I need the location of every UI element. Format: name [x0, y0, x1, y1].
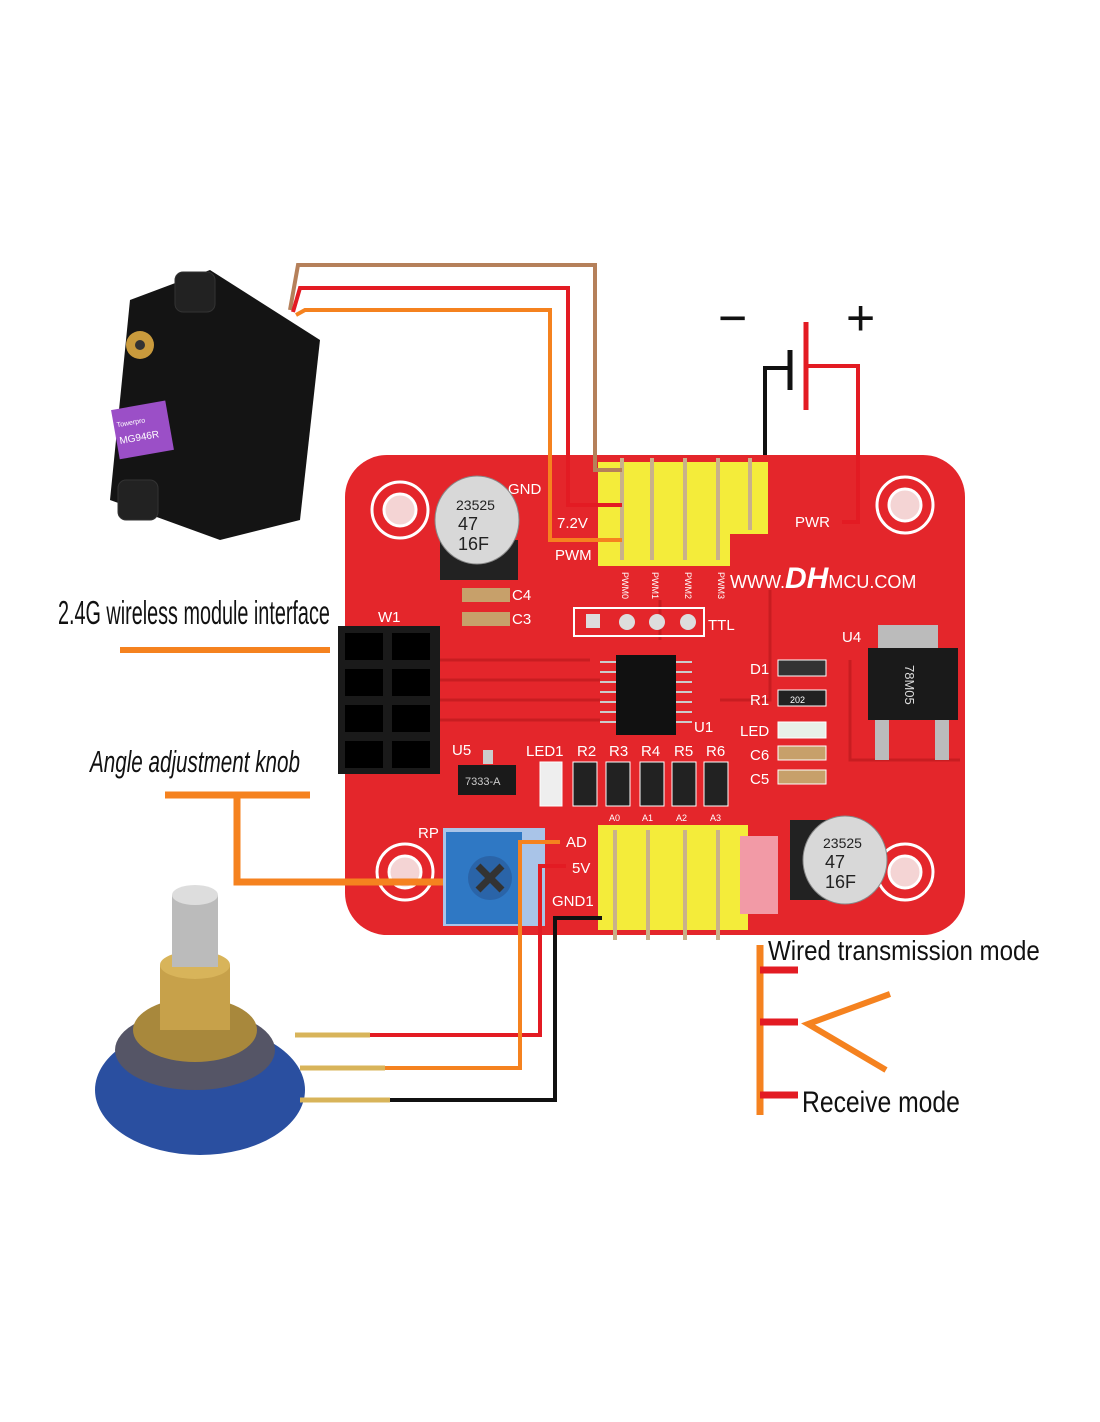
label-5v: 5V: [572, 860, 590, 877]
callout-knob-line: [165, 791, 443, 886]
cap-text: 47: [825, 852, 845, 872]
wire-brown: [288, 263, 622, 472]
label-pwm3: PWM3: [716, 572, 726, 599]
label-r2: R2: [577, 743, 596, 760]
wire-orange: [385, 840, 560, 1070]
label-c3: C3: [512, 611, 531, 628]
servo-wires: [288, 263, 622, 542]
right-smd-parts: 202: [777, 659, 827, 785]
label-rp: RP: [418, 825, 439, 842]
website-logo: WWW.DHMCU.COM: [730, 562, 916, 595]
voltage-regulator-78m05: 78M05: [868, 625, 958, 760]
label-w1: W1: [378, 609, 401, 626]
servo-brand: Towerpro: [116, 417, 146, 429]
label-ttl: TTL: [708, 617, 735, 634]
label-d1: D1: [750, 661, 769, 678]
servo-motor: Towerpro MG946R: [110, 270, 320, 540]
wire-black: [390, 916, 602, 1102]
label-led: LED: [740, 723, 769, 740]
label-r6: R6: [706, 743, 725, 760]
r1-code: 202: [790, 695, 805, 705]
callout-knob: Angle adjustment knob: [88, 744, 300, 779]
wire-orange: [295, 308, 622, 542]
rotary-potentiometer: [95, 885, 390, 1155]
cap-text: 16F: [825, 872, 856, 892]
battery-plus: +: [846, 290, 875, 346]
mode-jumper-callout: [756, 945, 892, 1115]
ttl-header: [573, 607, 705, 637]
label-r5: R5: [674, 743, 693, 760]
label-led1: LED1: [526, 743, 564, 760]
label-gnd1: GND1: [552, 893, 594, 910]
battery-symbol: [763, 322, 860, 524]
label-r3: R3: [609, 743, 628, 760]
label-u5: U5: [452, 742, 471, 759]
label-u1: U1: [694, 719, 713, 736]
label-c6: C6: [750, 747, 769, 764]
label-7-2v: 7.2V: [557, 515, 588, 532]
label-c4: C4: [512, 587, 531, 604]
label-pwm0: PWM0: [620, 572, 630, 599]
callout-wireless: 2.4G wireless module interface: [58, 594, 330, 632]
reg-small-text: 7333-A: [465, 776, 501, 788]
voltage-regulator-7333: 7333-A: [458, 750, 516, 795]
label-pwm1: PWM1: [650, 572, 660, 599]
callout-receive: Receive mode: [802, 1085, 960, 1119]
led-resistor-row: [539, 761, 729, 807]
label-pwm: PWM: [555, 547, 592, 564]
servo-header: [598, 458, 768, 566]
cap-text: 23525: [456, 497, 495, 513]
cap-text: 16F: [458, 534, 489, 554]
wire-red: [370, 864, 566, 1037]
microcontroller-chip: [600, 655, 692, 735]
label-a0: A0: [609, 813, 620, 823]
label-a3: A3: [710, 813, 721, 823]
pwm-pin-labels: PWM0 PWM1 PWM2 PWM3: [620, 572, 726, 599]
cap-text: 47: [458, 514, 478, 534]
reg-large-text: 78M05: [902, 665, 917, 705]
capacitor-top: 23525 47 16F: [434, 475, 520, 580]
label-a2: A2: [676, 813, 687, 823]
potentiometer-wires: [370, 840, 602, 1102]
label-c5: C5: [750, 771, 769, 788]
wireless-socket: [338, 626, 440, 774]
label-r1: R1: [750, 692, 769, 709]
capacitor-bottom: 23525 47 16F: [790, 815, 888, 905]
label-gnd: GND: [508, 481, 542, 498]
label-pwm2: PWM2: [683, 572, 693, 599]
trimmer-potentiometer: [443, 828, 545, 926]
label-a1: A1: [642, 813, 653, 823]
label-u4: U4: [842, 629, 861, 646]
label-pwr: PWR: [795, 514, 830, 531]
cap-text: 23525: [823, 835, 862, 851]
wire-red: [291, 286, 622, 507]
smd-caps-c3-c4: [462, 588, 510, 626]
battery-minus: −: [718, 290, 747, 346]
label-r4: R4: [641, 743, 660, 760]
analog-header: [598, 825, 778, 940]
label-ad: AD: [566, 834, 587, 851]
callout-wired: Wired transmission mode: [768, 934, 1040, 966]
